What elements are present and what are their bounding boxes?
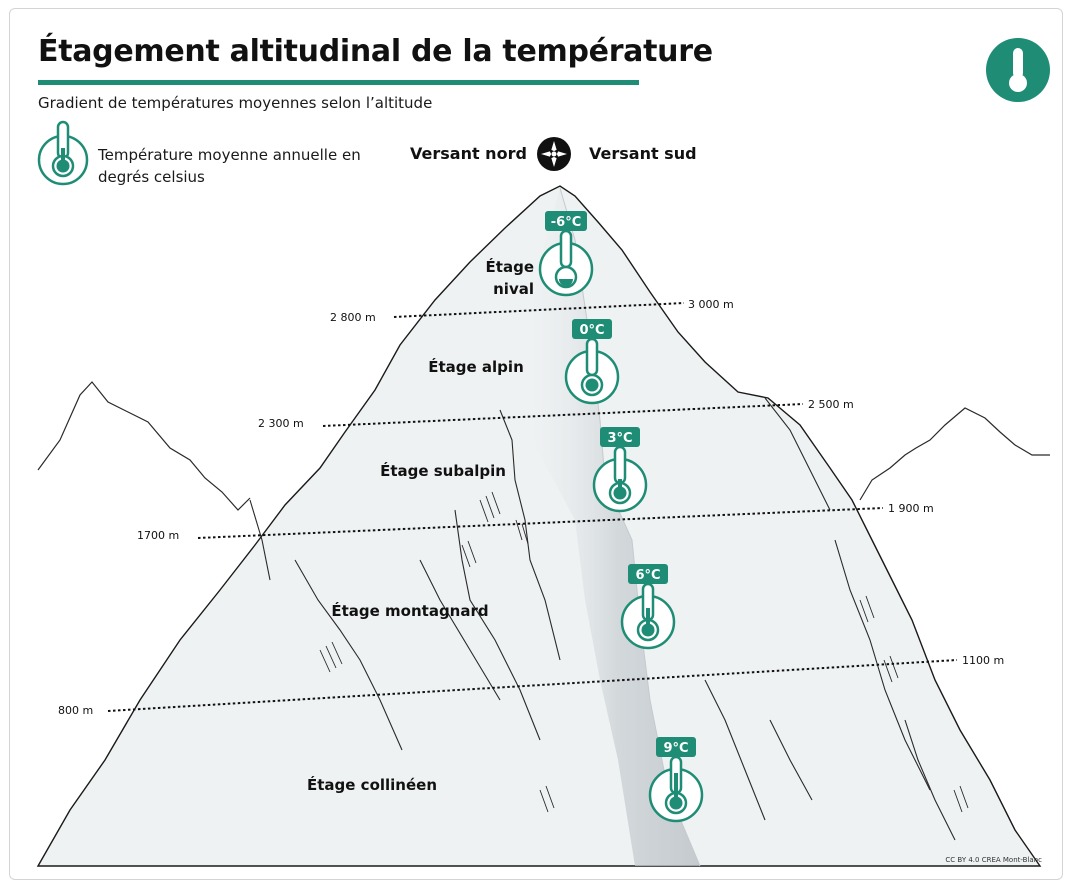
temperature-badge (600, 427, 640, 447)
page-subtitle: Gradient de températures moyennes selon … (38, 94, 433, 112)
altitude-south-3: 1 900 m (888, 502, 934, 515)
floor-label-subalpin: Étage subalpin (380, 461, 506, 480)
legend-label: Température moyenne annuelle en degrés c… (98, 146, 361, 186)
background-ridge-right (859, 407, 1050, 501)
background-ridge-left (37, 381, 251, 511)
temperature-value: 3°C (607, 431, 632, 446)
page-title: Étagement altitudinal de la température (38, 34, 713, 69)
temperature-badge (628, 564, 668, 584)
temperature-value: 0°C (579, 323, 604, 338)
altitude-south-2: 2 500 m (808, 398, 854, 411)
title-underline (38, 80, 639, 85)
thermometer-icon (564, 337, 620, 405)
floor-label-nival-line1: Étage (486, 257, 534, 276)
altitude-north-1: 2 800 m (330, 311, 376, 324)
header-thermometer-icon (986, 38, 1050, 102)
boundary-line-nival-alpin (393, 302, 685, 318)
temperature-value: -6°C (551, 215, 581, 230)
altitude-south-1: 3 000 m (688, 298, 734, 311)
rock-hatching (319, 491, 969, 813)
floor-label-nival-line2: nival (493, 280, 534, 298)
temperature-badge (572, 319, 612, 339)
boundary-line-montagnard-collineen (107, 659, 958, 712)
altitude-north-3: 1700 m (137, 529, 179, 542)
boundary-line-alpin-subalpin (322, 403, 804, 427)
altitude-north-4: 800 m (58, 704, 93, 717)
mountain-body (36, 185, 1042, 867)
temperature-marker-nival: -6°C (538, 211, 594, 297)
temperature-marker-alpin: 0°C (564, 319, 620, 405)
mountain-shadow (520, 188, 700, 866)
temperature-marker-montagnard: 6°C (620, 564, 676, 650)
thermometer-icon (538, 229, 594, 297)
south-slope-label: Versant sud (589, 144, 697, 163)
thermometer-icon (620, 582, 676, 650)
floor-label-collineen: Étage collinéen (307, 775, 437, 794)
thermometer-icon (592, 445, 648, 513)
temperature-badge (545, 211, 587, 231)
boundary-lines (107, 302, 958, 712)
temperature-value: 9°C (663, 741, 688, 756)
altitude-south-4: 1100 m (962, 654, 1004, 667)
altitude-north-2: 2 300 m (258, 417, 304, 430)
legend-thermometer-icon (37, 120, 89, 186)
floor-label-alpin: Étage alpin (428, 357, 524, 376)
north-slope-label: Versant nord (410, 144, 527, 163)
thermometer-icon (648, 755, 704, 823)
boundary-line-subalpin-montagnard (197, 507, 884, 539)
temperature-badge (656, 737, 696, 757)
credit-text: CC BY 4.0 CREA Mont-Blanc (945, 856, 1042, 864)
temperature-marker-collineen: 9°C (648, 737, 704, 823)
temperature-value: 6°C (635, 568, 660, 583)
floor-label-montagnard: Étage montagnard (331, 601, 488, 620)
compass-rose-icon (537, 137, 571, 171)
temperature-marker-subalpin: 3°C (592, 427, 648, 513)
